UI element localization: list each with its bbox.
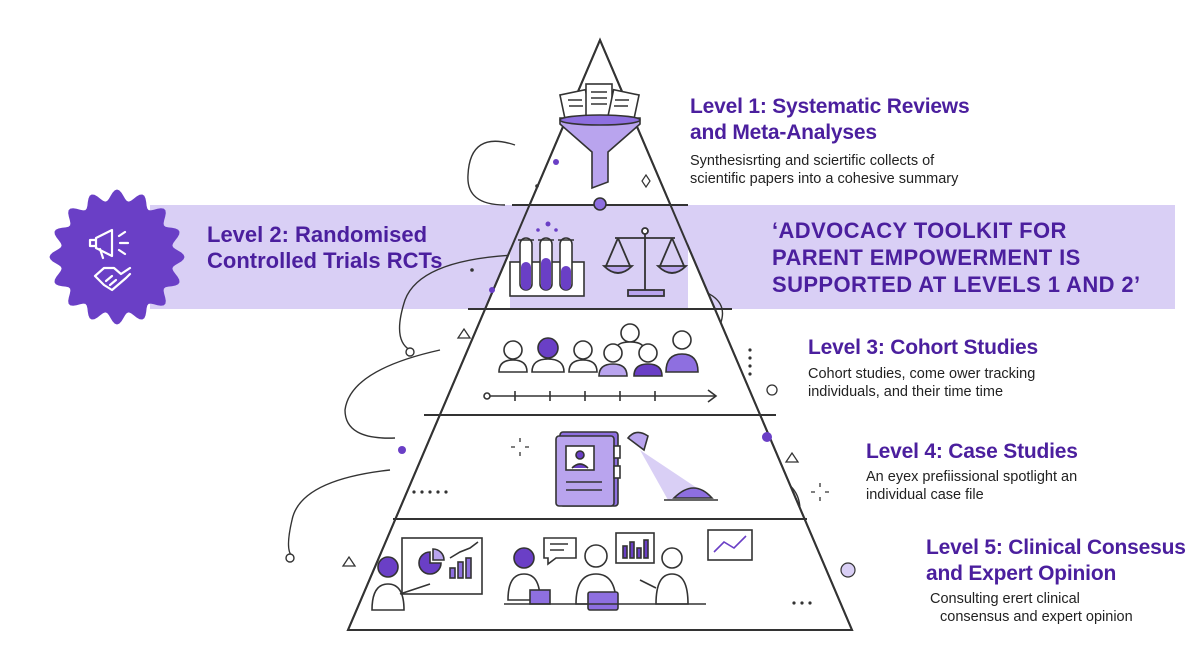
- level-5-desc-line2: consensus and expert opinion: [940, 609, 1133, 625]
- level-3-title: Level 3: Cohort Studies: [808, 335, 1038, 361]
- level-3-description: Cohort studies, come ower tracking indiv…: [808, 365, 1035, 401]
- callout-line1: ‘ADVOCACY TOOLKIT FOR: [772, 218, 1067, 243]
- level-5-title: Level 5: Clinical Consesus and Expert Op…: [926, 535, 1186, 587]
- documents-funnel-icon: [559, 83, 641, 211]
- level-2-title-line2: Controlled Trials RCTs: [207, 248, 443, 273]
- presenter-icon: [371, 537, 483, 611]
- timeline-arrow-icon: [483, 389, 718, 403]
- level-5-desc-line1: Consulting erert clinical: [930, 591, 1080, 607]
- level-1-desc-line1: Synthesisrting and sciertific collects o…: [690, 153, 935, 169]
- level-5-description: Consulting erert clinical consensus and …: [930, 590, 1133, 626]
- level-4-description: An eyex prefiissional spotlight an indiv…: [866, 468, 1077, 504]
- level-2-title: Level 2: Randomised Controlled Trials RC…: [207, 222, 443, 274]
- level-1-title: Level 1: Systematic Reviews and Meta-Ana…: [690, 94, 970, 146]
- line-chart-icon: [707, 529, 753, 561]
- callout-line3: SUPPORTED AT LEVELS 1 AND 2’: [772, 272, 1141, 297]
- level-4-title-line1: Level 4: Case Studies: [866, 440, 1078, 463]
- level-2-title-line1: Level 2: Randomised: [207, 222, 428, 247]
- level-1-desc-line2: scientific papers into a cohesive summar…: [690, 171, 959, 187]
- level-4-desc-line1: An eyex prefiissional spotlight an: [866, 469, 1078, 485]
- spotlight-icon: [626, 431, 718, 501]
- level-3-desc-line1: Cohort studies, come ower tracking: [808, 366, 1036, 382]
- group-people-icon: [498, 323, 699, 377]
- level-1-title-line2: and Meta-Analyses: [690, 121, 877, 144]
- level-1-title-line1: Level 1: Systematic Reviews: [690, 95, 970, 118]
- level-5-title-line1: Level 5: Clinical Consesus: [926, 536, 1186, 559]
- megaphone-handshake-badge-icon: [49, 189, 185, 325]
- level-4-title: Level 4: Case Studies: [866, 439, 1078, 465]
- callout-line2: PARENT EMPOWERMENT IS: [772, 245, 1081, 270]
- test-tubes-icon: [509, 237, 585, 297]
- level-3-desc-line2: individuals, and their time time: [808, 384, 1004, 400]
- advocacy-callout: ‘ADVOCACY TOOLKIT FOR PARENT EMPOWERMENT…: [772, 217, 1141, 298]
- scales-icon: [601, 227, 689, 297]
- level-4-desc-line2: individual case file: [866, 487, 984, 503]
- level-1-description: Synthesisrting and sciertific collects o…: [690, 152, 958, 188]
- experts-meeting-icon: [504, 532, 706, 611]
- case-file-icon: [555, 431, 621, 507]
- level-3-title-line1: Level 3: Cohort Studies: [808, 336, 1038, 359]
- level-5-title-line2: and Expert Opinion: [926, 562, 1117, 585]
